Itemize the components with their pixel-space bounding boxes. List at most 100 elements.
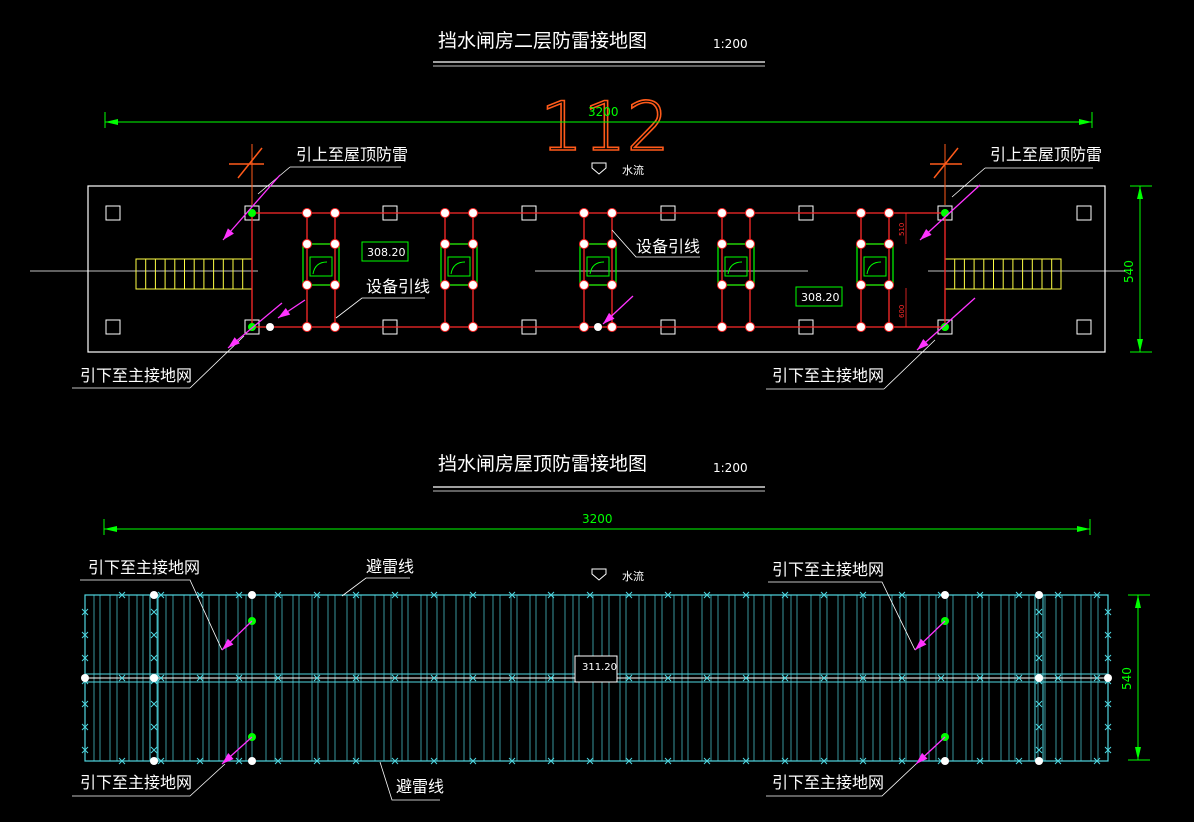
ground-node — [745, 208, 755, 218]
bottom-flow-label: 水流 — [622, 569, 644, 583]
support-mark — [430, 757, 438, 765]
support-mark — [274, 757, 282, 765]
support-mark — [1093, 757, 1101, 765]
support-mark — [235, 591, 243, 599]
support-mark — [150, 723, 158, 731]
support-mark — [469, 757, 477, 765]
support-mark — [150, 608, 158, 616]
ground-node — [717, 239, 727, 249]
support-mark — [898, 591, 906, 599]
ground-node — [717, 208, 727, 218]
equipment-box — [856, 243, 894, 286]
support-mark — [586, 591, 594, 599]
ground-node — [579, 280, 589, 290]
ground-node — [717, 280, 727, 290]
leader-arrow-line — [919, 184, 981, 241]
support-mark — [976, 674, 984, 682]
top-building-outline — [87, 185, 1106, 353]
bottom-dim-height-text: 540 — [1120, 667, 1134, 690]
leader-down-bl — [72, 763, 226, 797]
support-mark — [1054, 591, 1062, 599]
ground-node — [856, 322, 866, 332]
top-dim-width-text: 3200 — [588, 105, 619, 119]
top-plan: 挡水闸房二层防雷接地图 1:200 112 3200 540 — [30, 30, 1152, 390]
leader-up-left — [257, 166, 401, 195]
support-mark — [157, 674, 165, 682]
label-equip-2: 设备引线 — [636, 237, 700, 256]
ground-node — [302, 280, 312, 290]
support-mark — [313, 591, 321, 599]
support-mark — [781, 591, 789, 599]
support-mark — [313, 674, 321, 682]
leader-down-right — [766, 339, 936, 390]
label-up-right: 引上至屋顶防雷 — [990, 145, 1102, 164]
support-mark — [150, 700, 158, 708]
support-mark — [1015, 674, 1023, 682]
support-mark — [508, 591, 516, 599]
leader-equip-1 — [335, 297, 425, 319]
support-mark — [625, 591, 633, 599]
support-mark — [430, 591, 438, 599]
label-down-bl: 引下至主接地网 — [80, 773, 192, 792]
leader-lightning-top — [341, 577, 410, 597]
support-mark — [1035, 700, 1043, 708]
roof-elevation-box — [574, 655, 618, 683]
support-mark — [81, 700, 89, 708]
equipment-inner — [447, 256, 471, 277]
support-mark — [1035, 746, 1043, 754]
support-mark — [150, 631, 158, 639]
bottom-title: 挡水闸房屋顶防雷接地图 — [438, 453, 647, 475]
support-mark — [150, 654, 158, 662]
ground-node — [302, 208, 312, 218]
ground-node — [440, 280, 450, 290]
support-mark — [703, 757, 711, 765]
ground-node — [468, 280, 478, 290]
leader-arrowhead — [223, 228, 234, 240]
support-mark — [81, 654, 89, 662]
bottom-dim-width — [103, 519, 1091, 535]
support-mark — [703, 591, 711, 599]
elevation-text-1: 308.20 — [367, 246, 406, 259]
support-mark — [742, 591, 750, 599]
equipment-curve — [450, 261, 466, 275]
support-mark — [625, 674, 633, 682]
leader-arrowhead — [917, 339, 929, 350]
elevation-text-2: 308.20 — [801, 291, 840, 304]
overlay-number: 112 — [540, 88, 670, 167]
ground-node — [440, 239, 450, 249]
ground-node — [745, 322, 755, 332]
support-mark — [859, 674, 867, 682]
support-mark — [81, 631, 89, 639]
support-mark — [508, 757, 516, 765]
support-mark — [1104, 608, 1112, 616]
label-lightning-bottom: 避雷线 — [396, 777, 444, 796]
ground-node — [856, 208, 866, 218]
roof-nodes — [81, 591, 1112, 765]
support-mark — [1104, 631, 1112, 639]
support-mark — [1054, 674, 1062, 682]
support-mark — [469, 674, 477, 682]
leader-down-tl — [80, 579, 223, 651]
bottom-dim-height — [1128, 594, 1150, 761]
leader-up-right — [951, 167, 1093, 198]
bottom-scale: 1:200 — [713, 461, 748, 475]
support-mark — [625, 757, 633, 765]
support-mark — [430, 674, 438, 682]
support-mark — [664, 674, 672, 682]
equipment-curve — [589, 261, 605, 275]
elevation-box-2 — [795, 286, 843, 307]
leader-equip-2 — [611, 229, 700, 258]
top-dim-height-text: 540 — [1122, 260, 1136, 283]
support-mark — [859, 757, 867, 765]
small-dim-1: 510 — [898, 223, 906, 236]
equipment-inner — [724, 256, 748, 277]
equipment-box — [579, 243, 617, 286]
support-mark — [742, 757, 750, 765]
support-mark — [118, 674, 126, 682]
ground-node — [856, 239, 866, 249]
support-mark — [118, 591, 126, 599]
ground-node — [440, 208, 450, 218]
support-mark — [1104, 723, 1112, 731]
ground-node — [330, 280, 340, 290]
ground-node — [468, 208, 478, 218]
